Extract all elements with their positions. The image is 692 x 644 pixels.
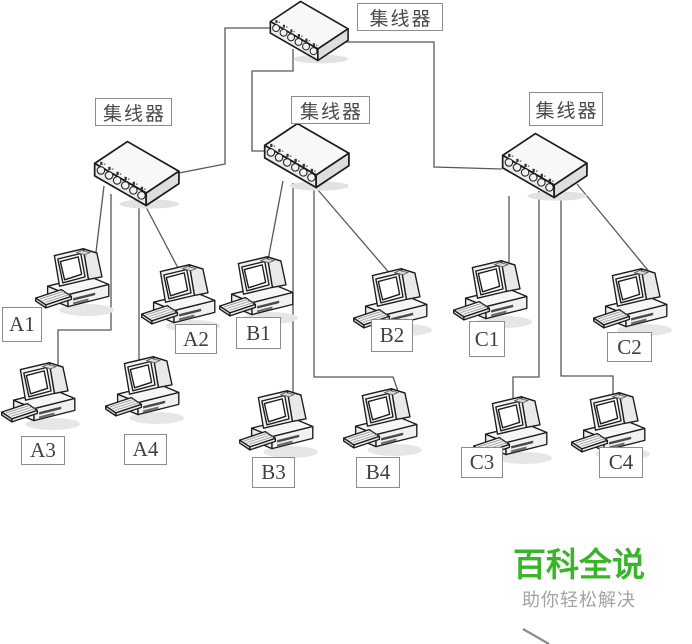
hub-top-icon [269, 0, 349, 65]
connection-hub-c-C4 [560, 194, 614, 396]
connection-hub-a-A2 [145, 206, 179, 269]
connection-hub-b-B2 [317, 189, 393, 277]
computer-A4-label: A4 [124, 434, 167, 465]
connection-hub-top-hub-c [346, 41, 503, 170]
computer-B4-icon [343, 388, 423, 457]
connection-hub-c-C2 [576, 183, 652, 275]
hub-a-icon [93, 140, 180, 210]
hub-b-icon [263, 122, 350, 192]
connection-hub-top-hub-b [251, 49, 294, 152]
computer-C2-label: C2 [607, 332, 652, 362]
connection-hub-b-B1 [267, 180, 284, 261]
computer-B3-label: B3 [252, 457, 295, 488]
hub-a-label: 集线器 [95, 98, 172, 126]
computer-B2-label: B2 [371, 319, 413, 352]
hub-b-label: 集线器 [291, 96, 370, 124]
computer-A3-label: A3 [21, 436, 65, 465]
computer-C3-label: C3 [461, 447, 503, 478]
computer-B3-icon [239, 390, 319, 459]
hub-c-label: 集线器 [529, 92, 603, 126]
connection-hub-b-B4 [313, 187, 399, 392]
connection-hub-top-hub-a [178, 27, 271, 174]
computer-A2-label: A2 [175, 324, 217, 354]
hub-top-label: 集线器 [357, 3, 443, 31]
watermark-title: 百科全说 [513, 545, 645, 584]
watermark-subtitle: 助你轻松解决 [522, 590, 636, 611]
computer-C1-icon [453, 260, 533, 329]
computer-A1-label: A1 [2, 307, 42, 342]
connection-hub-c-C3 [512, 191, 540, 398]
connection-hub-a-A3 [57, 194, 112, 366]
computer-B1-icon [219, 256, 299, 325]
computer-A2-icon [141, 264, 221, 333]
computer-C1-label: C1 [469, 321, 505, 357]
computer-B4-label: B4 [356, 457, 400, 488]
computer-A3-icon [1, 362, 81, 431]
computer-A4-icon [105, 356, 185, 425]
connection-hub-a-A1 [95, 185, 105, 253]
computer-A1-icon [35, 248, 115, 317]
computer-C4-label: C4 [599, 447, 643, 478]
cursor-stroke [522, 628, 550, 644]
computer-B1-label: B1 [236, 317, 281, 349]
hub-c-icon [501, 132, 588, 202]
computer-C2-icon [593, 268, 673, 337]
